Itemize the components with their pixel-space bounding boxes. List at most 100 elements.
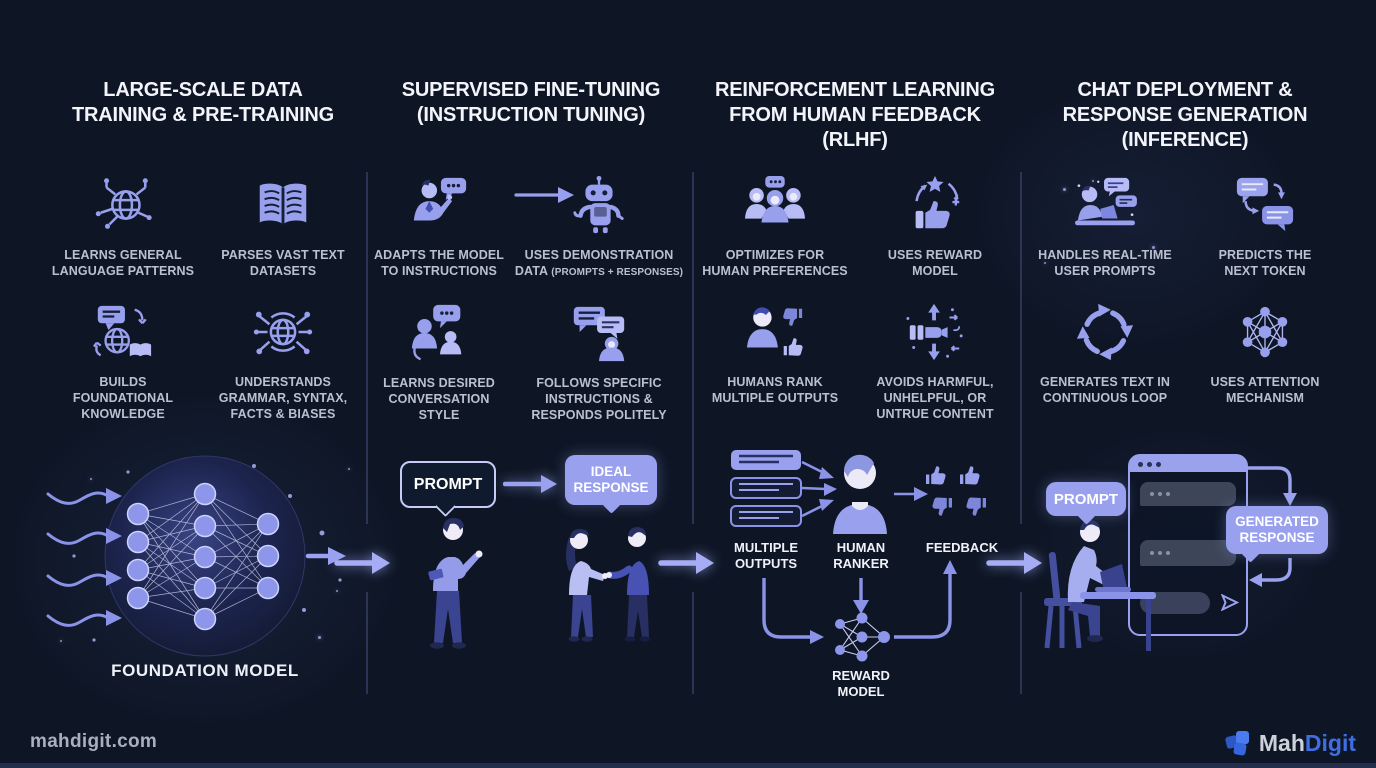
person-thumbs-icon <box>744 295 806 369</box>
feature-label: OPTIMIZES FOR HUMAN PREFERENCES <box>702 248 848 278</box>
chat-input-field[interactable] <box>1140 592 1210 614</box>
prompt-bubble: PROMPT <box>1046 482 1126 525</box>
globe-nodes-icon <box>252 295 314 369</box>
sparkle <box>1044 262 1046 264</box>
foundation-model-diagram <box>38 438 372 660</box>
arrow-right-icon <box>503 475 557 493</box>
typing-dot-icon <box>1158 551 1162 555</box>
ideal-response-bubble: IDEAL RESPONSE <box>565 455 657 514</box>
flow-arrow-icon <box>658 552 714 574</box>
prompt-bubble-label: PROMPT <box>1053 490 1119 508</box>
feature-item: LEARNS GENERAL LANGUAGE PATTERNS <box>43 168 203 279</box>
feature-label: HANDLES REAL-TIME USER PROMPTS <box>1038 248 1172 278</box>
loop-connectors <box>1246 466 1297 587</box>
feature-item: HANDLES REAL-TIME USER PROMPTS <box>1025 168 1185 279</box>
reward-model-icon <box>835 612 890 662</box>
typing-dot-icon <box>1150 551 1154 555</box>
column-inference: CHAT DEPLOYMENT & RESPONSE GENERATION (I… <box>1025 78 1345 406</box>
people-group-icon <box>744 168 806 242</box>
thumb-arrows-icon <box>904 295 966 369</box>
human-ranker-label: HUMAN RANKER <box>833 540 889 572</box>
sparkle <box>1108 252 1110 254</box>
feature-label: HUMANS RANK MULTIPLE OUTPUTS <box>711 375 839 405</box>
feature-item: PREDICTS THE NEXT TOKEN <box>1185 168 1345 279</box>
feature-item: ADAPTS THE MODEL TO INSTRUCTIONS <box>371 168 507 280</box>
feature-label: LEARNS DESIRED CONVERSATION STYLE <box>383 375 495 422</box>
column-title: SUPERVISED FINE-TUNING (INSTRUCTION TUNI… <box>401 79 661 126</box>
feature-label: USES ATTENTION MECHANISM <box>1210 375 1320 405</box>
feature-item: LEARNS DESIRED CONVERSATION STYLE <box>371 296 507 423</box>
brand-mah: Mah <box>1258 729 1305 756</box>
feature-grid: OPTIMIZES FOR HUMAN PREFERENCES USES REW… <box>695 168 1015 422</box>
feature-grid: ADAPTS THE MODEL TO INSTRUCTIONS <box>371 168 691 423</box>
window-dot-icon <box>1138 461 1143 467</box>
sparkle <box>348 468 350 470</box>
divider <box>1020 172 1022 524</box>
chat-globe-book-icon <box>92 295 154 369</box>
two-people-talking-illustration <box>566 527 651 642</box>
attention-network-icon <box>1234 295 1296 369</box>
prompt-bubble-label: PROMPT <box>413 475 483 493</box>
person-at-desk-illustration <box>1044 520 1156 651</box>
ideal-response-label: IDEAL RESPONSE <box>573 463 649 495</box>
feature-note: (PROMPTS + RESPONSES) <box>551 267 684 278</box>
feature-grid: LEARNS GENERAL LANGUAGE PATTERNS PARSES … <box>43 168 363 422</box>
divider <box>366 172 368 524</box>
sparkle <box>336 590 338 592</box>
feature-item: GENERATES TEXT IN CONTINUOUS LOOP <box>1025 295 1185 406</box>
window-dot-icon <box>1147 461 1152 467</box>
globe-network-icon <box>92 168 154 242</box>
rlhf-connectors <box>762 460 957 644</box>
feature-label: AVOIDS HARMFUL, UNHELPFUL, OR UNTRUE CON… <box>876 375 994 421</box>
feature-label: UNDERSTANDS GRAMMAR, SYNTAX, FACTS & BIA… <box>218 375 348 421</box>
feature-label: FOLLOWS SPECIFIC INSTRUCTIONS & RESPONDS… <box>531 375 667 422</box>
feature-label: LEARNS GENERAL LANGUAGE PATTERNS <box>51 248 195 278</box>
foundation-model-label: FOUNDATION MODEL <box>111 661 299 680</box>
human-ranker-icon <box>833 454 887 534</box>
feature-label: BUILDS FOUNDATIONAL KNOWLEDGE <box>72 375 174 421</box>
sft-demo-diagram: PROMPT IDEAL RESPONSE <box>375 443 685 673</box>
person-laptop-icon <box>1071 168 1139 242</box>
thumb-star-icon <box>904 168 966 242</box>
chat-arrows-icon <box>1234 168 1296 242</box>
column-sft: SUPERVISED FINE-TUNING (INSTRUCTION TUNI… <box>371 78 691 423</box>
window-dot-icon <box>1156 461 1161 467</box>
feature-item: USES DEMONSTRATION DATA (PROMPTS + RESPO… <box>507 168 691 280</box>
generated-response-label: GENERATED RESPONSE <box>1235 513 1319 545</box>
divider <box>692 592 694 694</box>
chat-window-titlebar <box>1130 456 1246 472</box>
arrow-right-icon <box>514 187 574 203</box>
feature-label: GENERATES TEXT IN CONTINUOUS LOOP <box>1040 375 1170 405</box>
typing-dot-icon <box>1150 492 1154 496</box>
inference-chat-diagram: PROMPT GENERATED RESPONSE <box>1030 448 1376 693</box>
feature-label: USES REWARD MODEL <box>887 248 983 278</box>
feature-item: HUMANS RANK MULTIPLE OUTPUTS <box>695 295 855 422</box>
column-rlhf: REINFORCEMENT LEARNING FROM HUMAN FEEDBA… <box>695 78 1015 422</box>
sparkle <box>318 636 321 639</box>
typing-dot-icon <box>1158 492 1162 496</box>
column-title: CHAT DEPLOYMENT & RESPONSE GENERATION (I… <box>1062 79 1308 151</box>
generated-response-bubble: GENERATED RESPONSE <box>1226 506 1328 563</box>
feature-item: AVOIDS HARMFUL, UNHELPFUL, OR UNTRUE CON… <box>855 295 1015 422</box>
chat-message-bubble <box>1140 482 1236 506</box>
prompt-bubble: PROMPT <box>400 461 496 518</box>
brand-digit: Digit <box>1304 729 1356 756</box>
divider <box>1020 592 1022 694</box>
brand-logo: MahDigit <box>1224 729 1356 757</box>
mahdigit-logo-icon <box>1225 731 1249 756</box>
send-icon[interactable] <box>1221 594 1239 611</box>
feature-item: USES REWARD MODEL <box>855 168 1015 279</box>
loop-arrows-icon <box>1074 295 1136 369</box>
website-watermark: mahdigit.com <box>30 731 158 752</box>
person-prompter-illustration <box>428 518 483 649</box>
typing-dot-icon <box>1166 492 1170 496</box>
sparkle <box>1092 180 1094 182</box>
multiple-outputs-icon <box>730 450 802 527</box>
typing-dot-icon <box>1166 551 1170 555</box>
bubble-tail <box>434 495 457 518</box>
feature-item: UNDERSTANDS GRAMMAR, SYNTAX, FACTS & BIA… <box>203 295 363 422</box>
divider <box>366 592 368 694</box>
feature-label: PARSES VAST TEXT DATASETS <box>221 248 345 278</box>
sparkle <box>1063 188 1066 191</box>
